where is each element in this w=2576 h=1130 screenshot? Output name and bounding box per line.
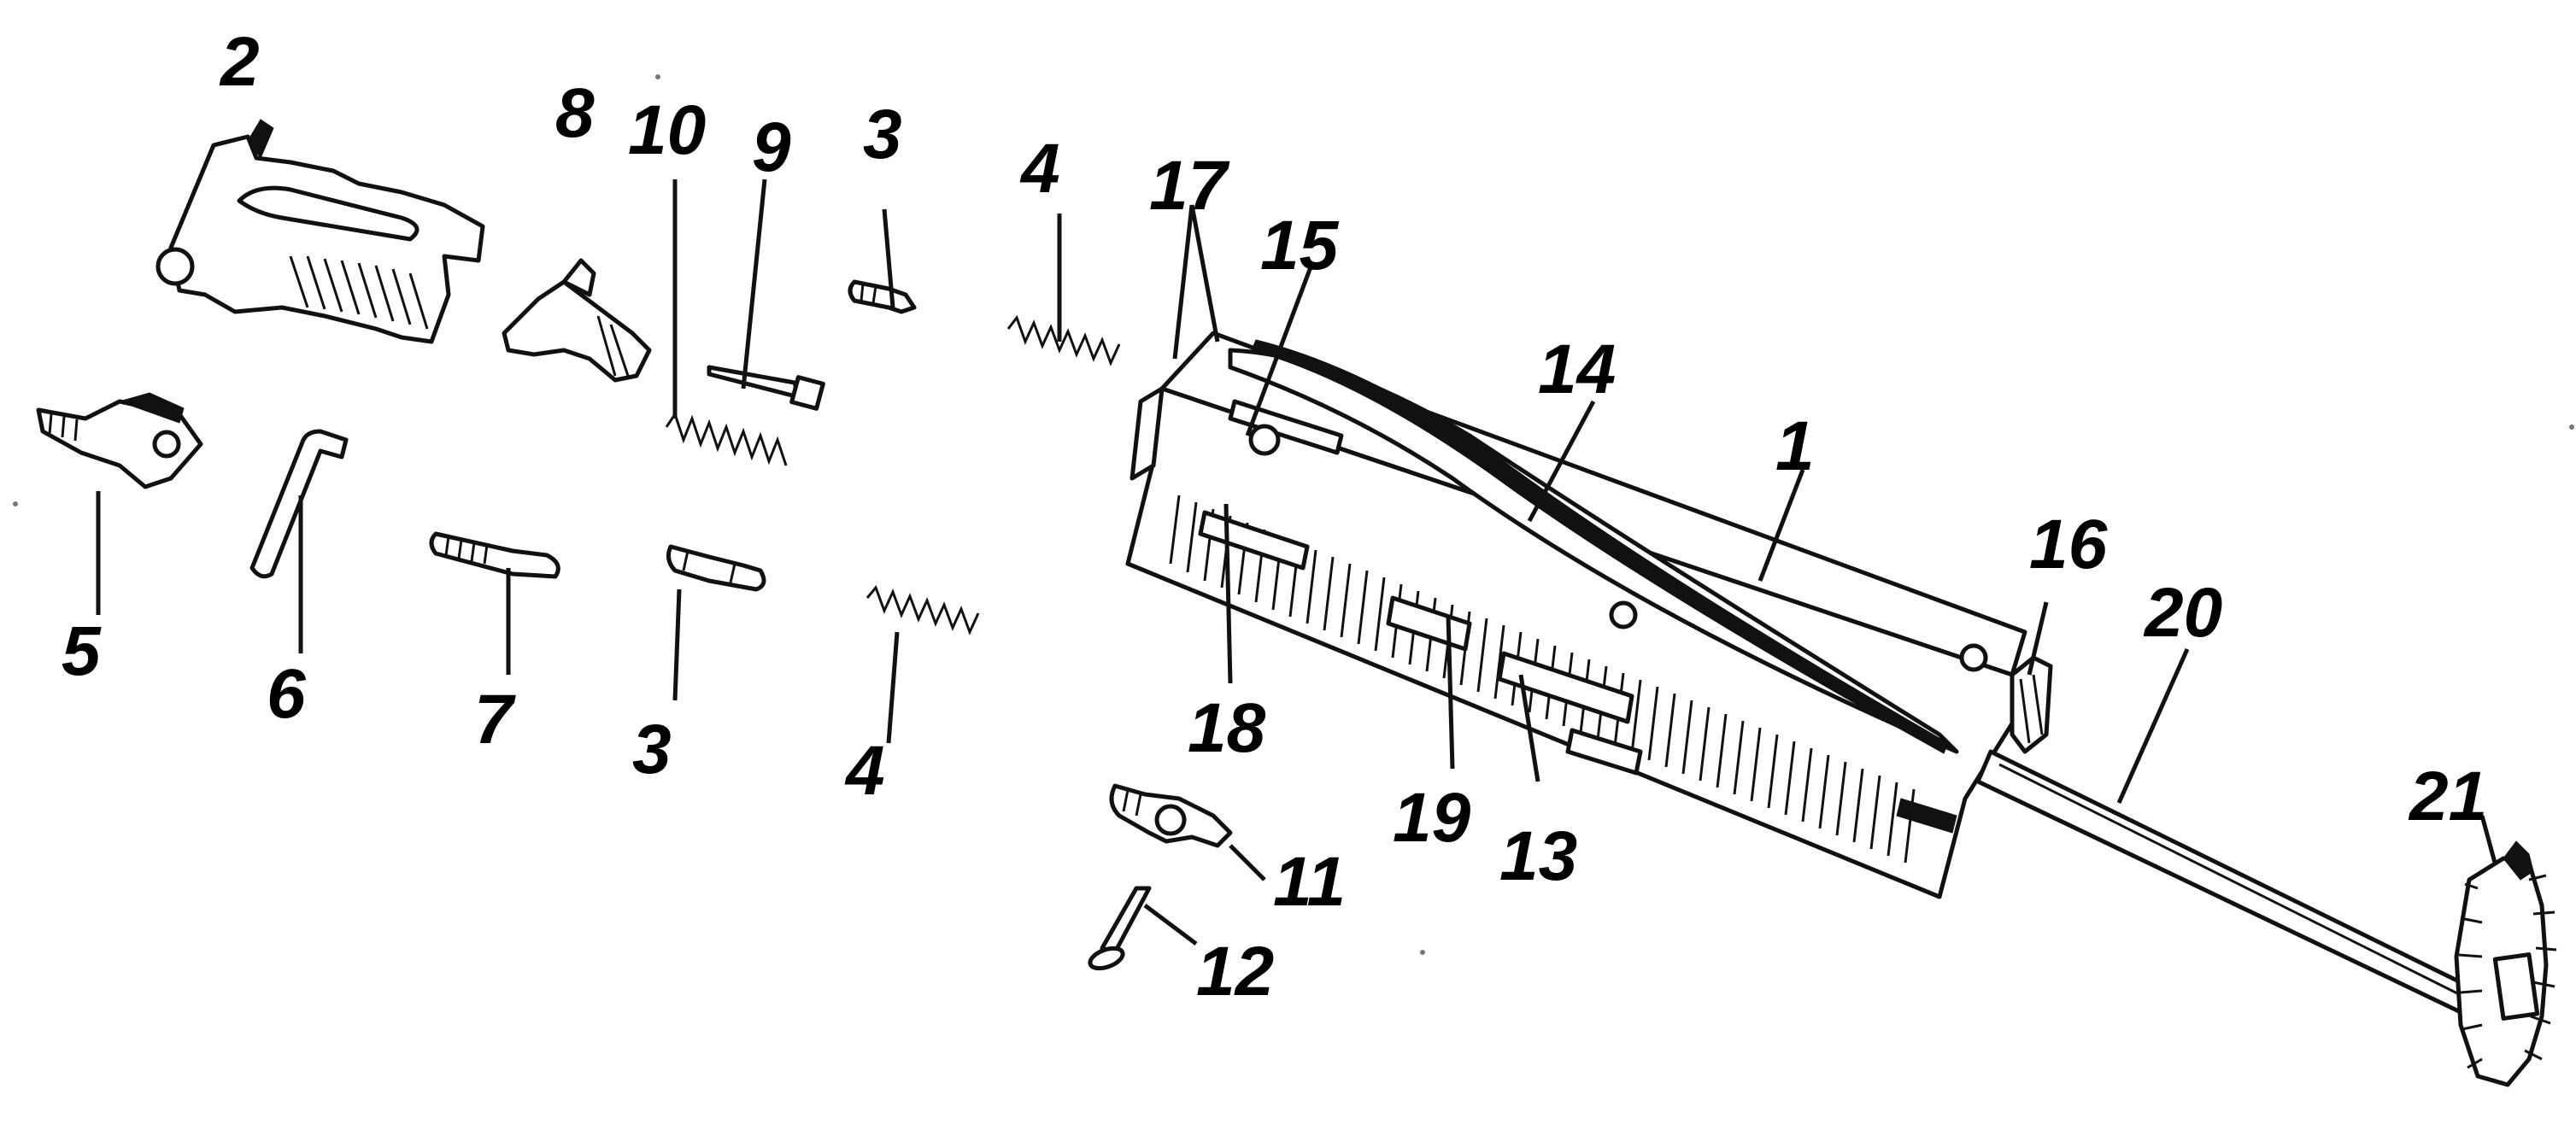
callout-3-bottom: 3 xyxy=(632,711,672,788)
part-10-spring xyxy=(665,411,788,466)
part-4-spring-bottom xyxy=(866,585,980,635)
part-21-gear xyxy=(2454,840,2557,1087)
scan-specks xyxy=(13,74,2574,955)
callout-17: 17 xyxy=(1149,147,1230,225)
part-5-bracket xyxy=(36,392,203,489)
part-7-pin xyxy=(429,531,560,579)
part-3-pin-bottom xyxy=(666,544,766,592)
part-12-screw xyxy=(1088,886,1152,971)
callout-2: 2 xyxy=(219,23,260,101)
part-9-firing-pin xyxy=(707,365,825,411)
callout-12: 12 xyxy=(1196,933,1274,1010)
callout-15: 15 xyxy=(1260,207,1340,284)
leader-lines xyxy=(96,179,2497,946)
callout-4-top: 4 xyxy=(1019,130,1060,208)
callout-13: 13 xyxy=(1499,817,1577,895)
part-1-housing xyxy=(1125,331,2053,899)
callout-11: 11 xyxy=(1273,843,1346,921)
part-8-extractor xyxy=(502,258,652,383)
part-4-spring-top xyxy=(1006,314,1121,366)
callout-8: 8 xyxy=(555,74,595,152)
callout-3-top: 3 xyxy=(863,96,902,173)
part-20-rod xyxy=(1975,749,2472,1015)
callout-4-bottom: 4 xyxy=(844,732,885,810)
callout-16: 16 xyxy=(2029,506,2109,583)
callout-10: 10 xyxy=(628,91,706,169)
callout-14: 14 xyxy=(1538,331,1616,408)
callout-1: 1 xyxy=(1775,407,1815,485)
callout-5: 5 xyxy=(62,612,102,690)
part-2-carrier xyxy=(155,119,485,344)
callout-21: 21 xyxy=(2408,758,2487,835)
callout-labels: 1 2 3 3 4 4 5 6 7 8 9 10 11 12 13 14 15 … xyxy=(62,23,2487,1010)
callout-19: 19 xyxy=(1393,779,1471,857)
part-11-wing-bolt xyxy=(1109,783,1233,848)
callout-20: 20 xyxy=(2143,574,2222,652)
part-3-pin-top xyxy=(848,279,917,314)
callout-18: 18 xyxy=(1188,689,1266,767)
callout-6: 6 xyxy=(267,655,307,733)
callout-9: 9 xyxy=(752,108,791,186)
callout-7: 7 xyxy=(474,681,516,758)
